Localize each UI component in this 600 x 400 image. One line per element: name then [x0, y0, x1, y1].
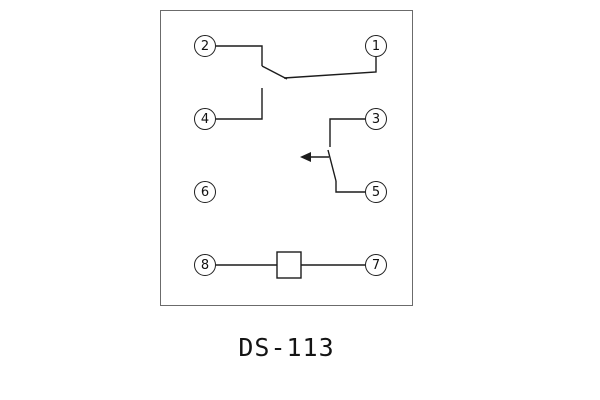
terminal-6-label: 6 — [200, 184, 210, 200]
model-caption: DS-113 — [238, 333, 335, 362]
terminal-3-label: 3 — [371, 111, 381, 127]
terminal-4-label: 4 — [200, 111, 210, 127]
terminal-5-label: 5 — [371, 184, 381, 200]
terminal-7-label: 7 — [371, 257, 381, 273]
terminal-1: 1 — [365, 35, 387, 57]
terminal-2-label: 2 — [200, 38, 210, 54]
terminal-3: 3 — [365, 108, 387, 130]
terminal-4: 4 — [194, 108, 216, 130]
terminal-8-label: 8 — [200, 257, 210, 273]
terminal-1-label: 1 — [371, 38, 381, 54]
terminal-8: 8 — [194, 254, 216, 276]
terminal-2: 2 — [194, 35, 216, 57]
terminal-6: 6 — [194, 181, 216, 203]
terminal-7: 7 — [365, 254, 387, 276]
terminal-5: 5 — [365, 181, 387, 203]
